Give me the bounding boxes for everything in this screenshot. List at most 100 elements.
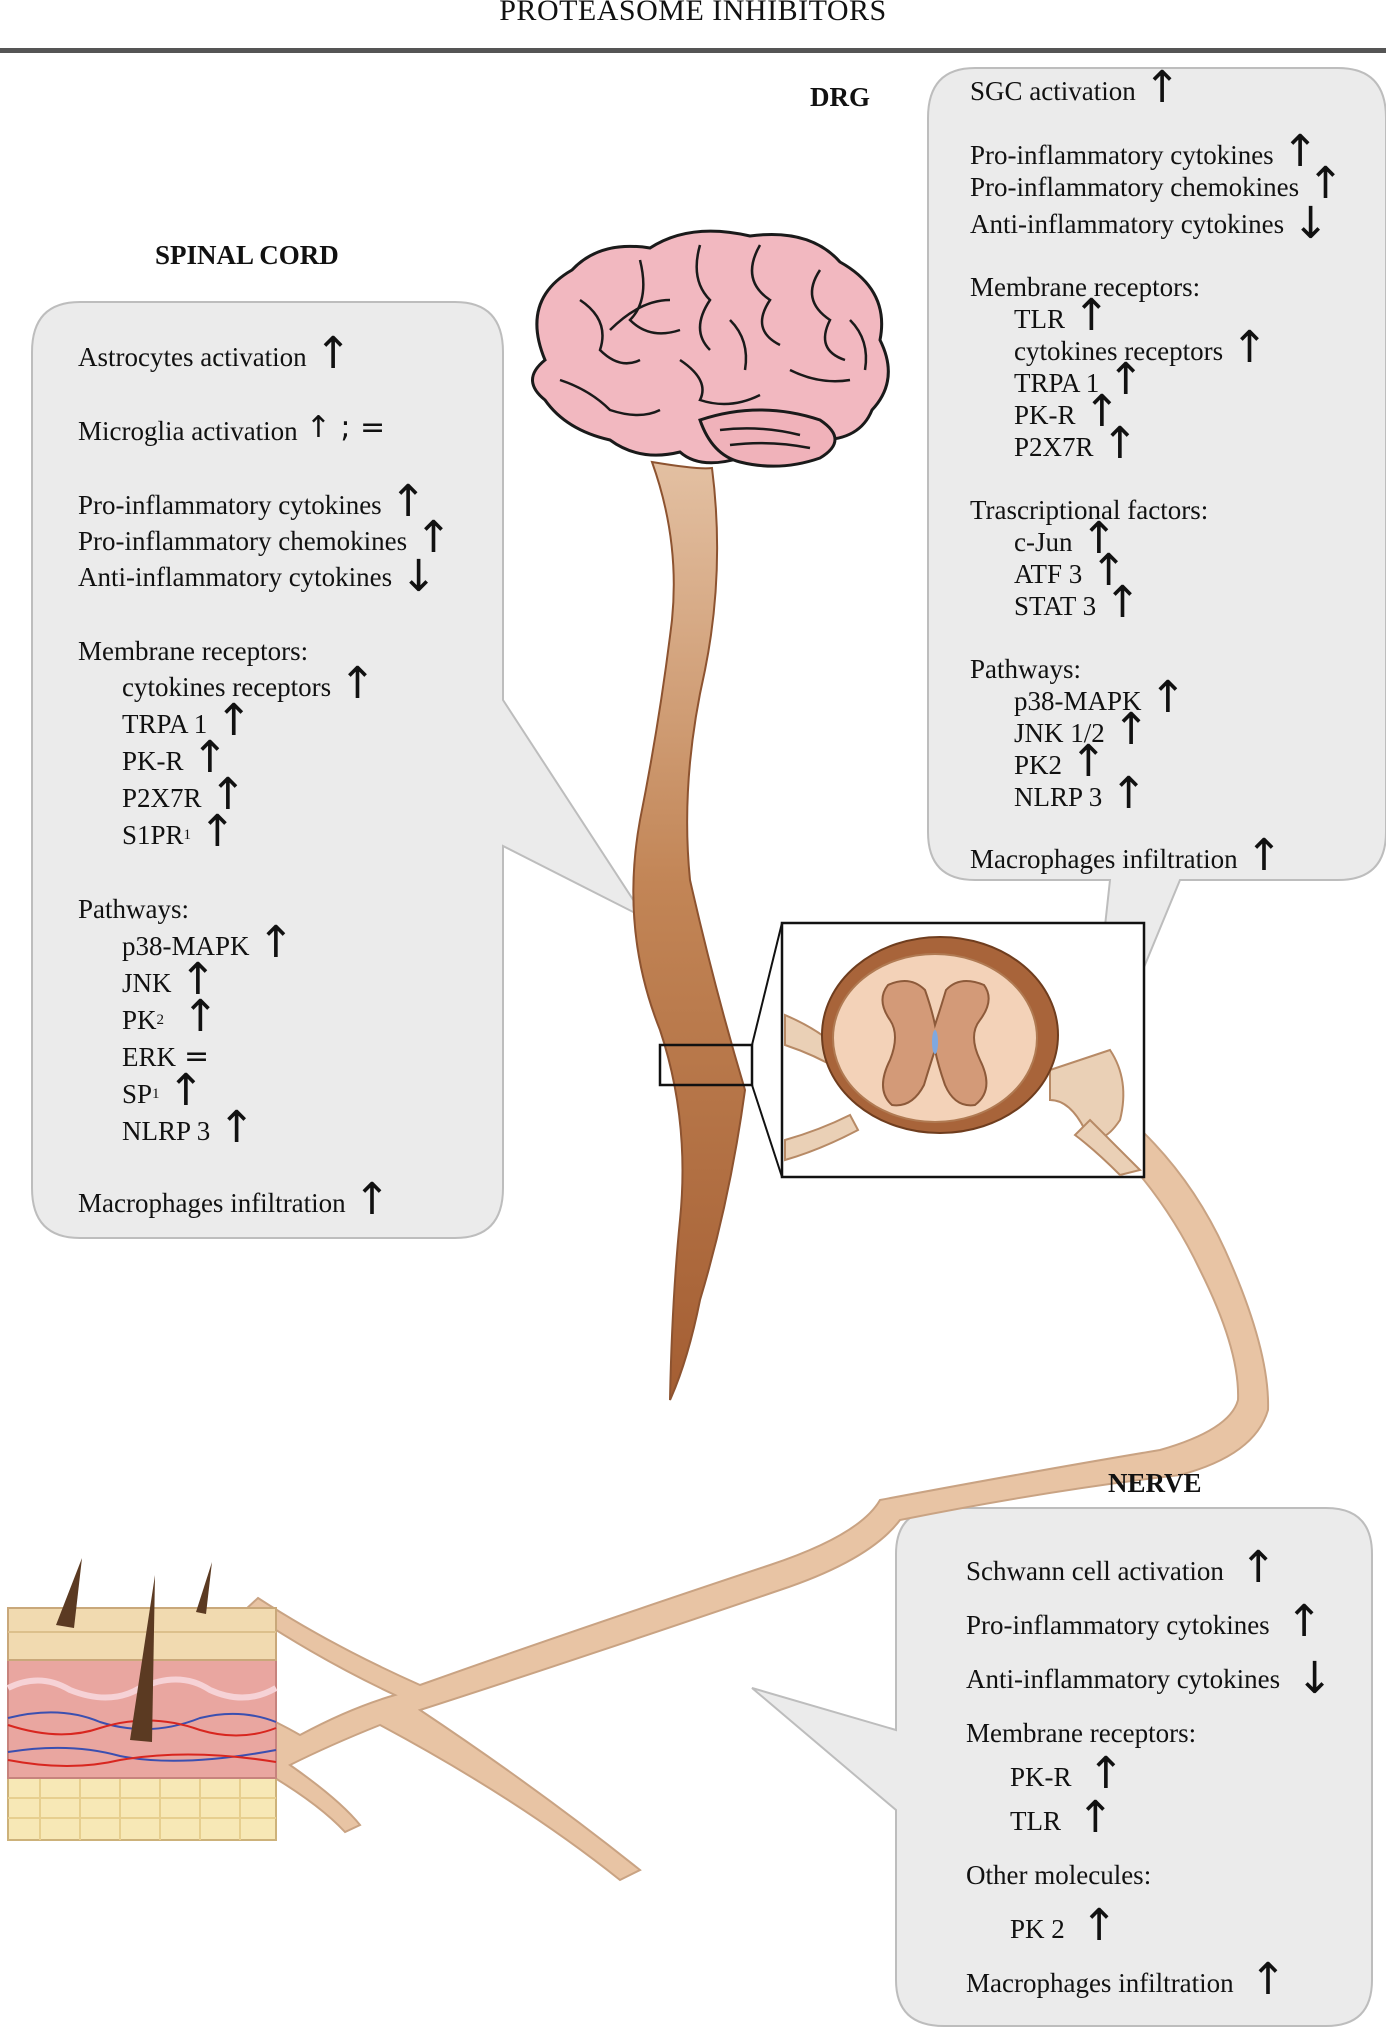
callout-line: ATF 3↑ bbox=[1014, 545, 1128, 596]
callout-line: JNK↑ bbox=[122, 954, 217, 1005]
cross-section-inset bbox=[784, 936, 1142, 1177]
increase-arrow-icon: ↑ bbox=[1070, 736, 1107, 787]
subscript: 2 bbox=[156, 1012, 165, 1028]
callout-line: Macrophages infiltration↑ bbox=[78, 1174, 391, 1225]
callout-line: Microglia activation↑ ; = bbox=[78, 410, 386, 447]
callout-line: Pathways: bbox=[970, 654, 1081, 684]
callout-line: Pro-inflammatory chemokines↑ bbox=[78, 512, 453, 563]
increase-arrow-icon: ↑ bbox=[1101, 418, 1139, 469]
nerve-callout-bubble bbox=[751, 1507, 1373, 2027]
increase-arrow-icon: ↑ bbox=[191, 732, 229, 783]
callout-line: Other molecules: bbox=[966, 1860, 1152, 1890]
page-title: PROTEASOME INHIBITORS bbox=[499, 0, 887, 27]
increase-arrow-icon: ↑ bbox=[1149, 672, 1187, 723]
callout-line: p38-MAPK↑ bbox=[122, 917, 295, 968]
drg-heading: DRG bbox=[810, 82, 870, 112]
callout-line: Membrane receptors: bbox=[966, 1718, 1197, 1748]
subscript: 1 bbox=[183, 827, 192, 843]
callout-line: c-Jun↑ bbox=[1014, 513, 1118, 564]
increase-arrow-icon: ↑ bbox=[199, 806, 236, 857]
increase-arrow-icon: ↑ bbox=[1080, 513, 1118, 564]
increase-arrow-icon: ↑ bbox=[1281, 126, 1319, 177]
increase-arrow-icon: ↑ bbox=[389, 476, 427, 527]
callout-line: SGC activation↑ bbox=[970, 62, 1181, 113]
callout-line: PK 2↑ bbox=[1010, 1900, 1118, 1951]
callout-line: Pro-inflammatory cytokines↑ bbox=[966, 1596, 1323, 1647]
callout-line: p38-MAPK↑ bbox=[1014, 672, 1187, 723]
callout-line: Anti-inflammatory cytokines↓ bbox=[78, 551, 438, 602]
increase-arrow-icon: ↑ bbox=[1143, 62, 1181, 113]
callout-line: Pro-inflammatory chemokines↑ bbox=[970, 158, 1345, 209]
brain bbox=[531, 229, 890, 468]
callout-line: TLR↑ bbox=[1014, 290, 1110, 341]
callout-line: Macrophages infiltration↑ bbox=[966, 1954, 1287, 2005]
increase-arrow-icon: ↑ bbox=[339, 658, 377, 709]
callout-line: cytokines receptors↑ bbox=[1014, 322, 1269, 373]
callout-line: Schwann cell activation↑ bbox=[966, 1542, 1277, 1593]
increase-arrow-icon: ↑ bbox=[1083, 386, 1121, 437]
callout-line: Anti-inflammatory cytokines↓ bbox=[970, 198, 1330, 249]
callout-line: Pro-inflammatory cytokines↑ bbox=[78, 476, 427, 527]
callout-line: Astrocytes activation↑ bbox=[78, 328, 352, 379]
decrease-arrow-icon: ↓ bbox=[1292, 198, 1330, 249]
callout-line: Trascriptional factors: bbox=[970, 495, 1209, 525]
callout-line: P2X7R↑ bbox=[1014, 418, 1139, 469]
callout-line: Anti-inflammatory cytokines↓ bbox=[966, 1653, 1334, 1704]
increase-or-unchanged-icon: ↑ ; = bbox=[305, 410, 386, 445]
increase-arrow-icon: ↑ bbox=[1077, 1792, 1114, 1843]
increase-arrow-icon: ↑ bbox=[1245, 830, 1283, 881]
increase-arrow-icon: ↑ bbox=[1087, 1748, 1125, 1799]
title-divider bbox=[0, 48, 1386, 53]
callout-line: NLRP 3↑ bbox=[122, 1102, 256, 1153]
increase-arrow-icon: ↑ bbox=[1285, 1596, 1323, 1647]
callout-line: Pathways: bbox=[78, 894, 189, 924]
increase-arrow-icon: ↑ bbox=[353, 1174, 391, 1225]
increase-arrow-icon: ↑ bbox=[1110, 768, 1148, 819]
increase-arrow-icon: ↑ bbox=[1307, 158, 1345, 209]
increase-arrow-icon: ↑ bbox=[215, 695, 253, 746]
callout-line: PK-R↑ bbox=[1010, 1748, 1125, 1799]
increase-arrow-icon: ↑ bbox=[1073, 290, 1110, 341]
callout-line: cytokines receptors↑ bbox=[122, 658, 377, 709]
callout-line: TRPA 1↑ bbox=[1014, 354, 1145, 405]
increase-arrow-icon: ↑ bbox=[1239, 1542, 1277, 1593]
increase-arrow-icon: ↑ bbox=[179, 954, 217, 1005]
callout-line: TLR↑ bbox=[1010, 1792, 1114, 1843]
subscript: 1 bbox=[152, 1086, 160, 1102]
callout-line: NLRP 3↑ bbox=[1014, 768, 1148, 819]
increase-arrow-icon: ↑ bbox=[1104, 577, 1141, 628]
increase-arrow-icon: ↑ bbox=[1090, 545, 1128, 596]
decrease-arrow-icon: ↓ bbox=[1296, 1653, 1334, 1704]
callout-line: TRPA 1↑ bbox=[122, 695, 253, 746]
unchanged-icon: = bbox=[184, 1039, 210, 1074]
increase-arrow-icon: ↑ bbox=[1249, 1954, 1287, 2005]
increase-arrow-icon: ↑ bbox=[1112, 704, 1150, 755]
callout-line: ERK= bbox=[122, 1039, 210, 1074]
cord-section-marker bbox=[658, 1043, 754, 1087]
spinal-cord-heading: SPINAL CORD bbox=[155, 240, 339, 270]
increase-arrow-icon: ↑ bbox=[415, 512, 453, 563]
spinal-cord bbox=[632, 460, 747, 1401]
spinal-cord-callout-bubble bbox=[31, 301, 648, 1239]
callout-line: JNK 1/2↑ bbox=[1014, 704, 1150, 755]
increase-arrow-icon: ↑ bbox=[218, 1102, 256, 1153]
skin-cross-section bbox=[6, 1558, 278, 1841]
increase-arrow-icon: ↑ bbox=[1107, 354, 1145, 405]
callout-line: STAT 3↑ bbox=[1014, 577, 1141, 628]
increase-arrow-icon: ↑ bbox=[314, 328, 352, 379]
decrease-arrow-icon: ↓ bbox=[400, 551, 438, 602]
callout-line: P2X7R↑ bbox=[122, 769, 247, 820]
callout-line: PK-R↑ bbox=[1014, 386, 1121, 437]
callout-line: PK2↑ bbox=[1014, 736, 1107, 787]
callout-line: Macrophages infiltration↑ bbox=[970, 830, 1283, 881]
increase-arrow-icon: ↑ bbox=[1080, 1900, 1118, 1951]
increase-arrow-icon: ↑ bbox=[167, 1065, 205, 1116]
callout-line: Membrane receptors: bbox=[78, 636, 309, 666]
nerve-heading: NERVE bbox=[1108, 1468, 1202, 1498]
callout-line: PK-R↑ bbox=[122, 732, 229, 783]
callout-line: Membrane receptors: bbox=[970, 272, 1201, 302]
callout-line: Pro-inflammatory cytokines↑ bbox=[970, 126, 1319, 177]
